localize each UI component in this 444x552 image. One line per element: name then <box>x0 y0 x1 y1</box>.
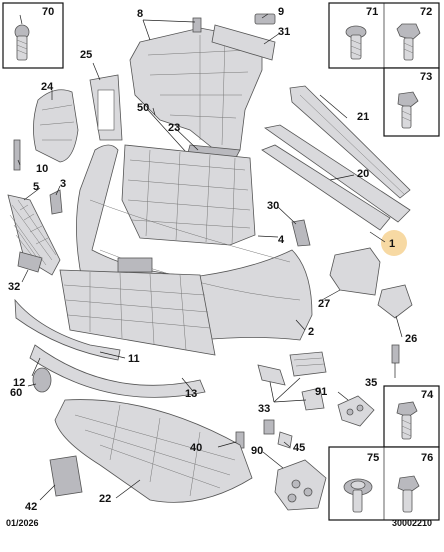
part-trim-32[interactable] <box>17 251 43 273</box>
label-33: 33 <box>258 403 270 415</box>
label-1: 1 <box>389 238 395 250</box>
part-clip-3[interactable] <box>49 189 63 215</box>
part-clip-45[interactable] <box>263 419 293 449</box>
label-8: 8 <box>137 8 143 20</box>
label-20: 20 <box>357 168 369 180</box>
part-cover-60[interactable] <box>32 367 52 393</box>
part-bracket-10[interactable] <box>13 139 21 171</box>
label-21: 21 <box>357 111 369 123</box>
label-9: 9 <box>278 6 284 18</box>
part-seal-31[interactable] <box>211 24 276 61</box>
label-75: 75 <box>367 452 379 464</box>
label-91: 91 <box>315 386 327 398</box>
label-35: 35 <box>365 377 377 389</box>
fastener-box-71-72-73[interactable]: 71 72 73 <box>328 2 440 137</box>
part-beam-21[interactable] <box>289 85 411 199</box>
part-grille-5[interactable] <box>7 194 61 276</box>
label-74: 74 <box>421 389 434 401</box>
part-guide-26[interactable] <box>377 284 413 319</box>
label-5: 5 <box>33 181 39 193</box>
callout-numbers: 8 9 31 25 24 50 23 21 10 3 5 20 30 4 1 3… <box>8 6 417 513</box>
label-50: 50 <box>137 102 149 114</box>
label-90: 90 <box>251 445 263 457</box>
label-22: 22 <box>99 493 111 505</box>
label-45: 45 <box>293 442 305 454</box>
label-76: 76 <box>421 452 433 464</box>
label-72: 72 <box>420 6 432 18</box>
label-10: 10 <box>36 163 48 175</box>
label-30: 30 <box>267 200 279 212</box>
label-40: 40 <box>190 442 202 454</box>
part-undertray-22[interactable] <box>54 399 253 503</box>
label-3: 3 <box>60 178 66 190</box>
label-70: 70 <box>42 6 54 18</box>
label-73: 73 <box>420 71 432 83</box>
part-duct-25[interactable] <box>89 74 123 141</box>
part-deflector-24[interactable] <box>33 89 79 163</box>
label-60: 60 <box>10 387 22 399</box>
part-bracket-30[interactable] <box>291 219 311 247</box>
footer-date: 01/2026 <box>6 518 39 528</box>
part-plate-42[interactable] <box>49 455 83 497</box>
label-32: 32 <box>8 281 20 293</box>
fastener-box-70[interactable]: 70 <box>2 2 64 69</box>
label-25: 25 <box>80 49 92 61</box>
part-grille-lower-11[interactable] <box>59 269 216 356</box>
part-guide-27[interactable] <box>329 247 381 296</box>
part-clip-35[interactable] <box>391 344 400 364</box>
label-13: 13 <box>185 388 197 400</box>
label-12: 12 <box>13 377 25 389</box>
part-absorber-20[interactable] <box>261 144 391 231</box>
leader-lines <box>17 13 403 501</box>
highlight-circle-1 <box>381 230 407 256</box>
label-4: 4 <box>278 234 285 246</box>
label-2: 2 <box>308 326 314 338</box>
part-grilles-33[interactable] <box>257 351 327 411</box>
label-42: 42 <box>25 501 37 513</box>
part-trim-13[interactable] <box>29 344 206 398</box>
label-23: 23 <box>168 122 180 134</box>
footer-reference: 30002210 <box>392 518 432 528</box>
part-bracket-8b[interactable] <box>192 17 202 33</box>
label-31: 31 <box>278 26 290 38</box>
label-11: 11 <box>128 353 140 365</box>
fastener-box-74-75-76[interactable]: 74 75 76 <box>328 385 440 521</box>
label-26: 26 <box>405 333 417 345</box>
part-reinforcement-200[interactable] <box>264 124 411 223</box>
label-24: 24 <box>41 81 54 93</box>
part-kit-91[interactable] <box>337 395 375 427</box>
part-kit-90[interactable] <box>274 459 327 511</box>
label-27: 27 <box>318 298 330 310</box>
part-grille-upper-main[interactable] <box>121 144 256 246</box>
part-clip-9[interactable] <box>254 13 276 25</box>
label-71: 71 <box>366 6 378 18</box>
